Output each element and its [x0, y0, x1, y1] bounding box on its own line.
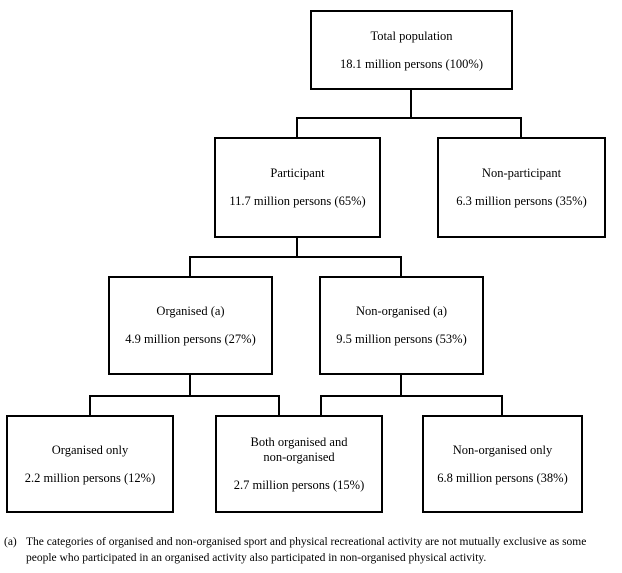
connector-participant-bar: [189, 256, 402, 258]
footnote-marker: (a): [4, 536, 17, 548]
node-organised-title: Organised (a): [156, 304, 225, 318]
node-non-organised-only: Non-organised only 6.8 million persons (…: [422, 415, 583, 513]
node-organised: Organised (a) 4.9 million persons (27%): [108, 276, 273, 375]
node-both-organised-and-non-organised: Both organised and non-organised 2.7 mil…: [215, 415, 383, 513]
connector-nonorganised-bar: [320, 395, 503, 397]
connector-to-nonorganised-only: [501, 395, 503, 415]
connector-to-organised: [189, 256, 191, 276]
node-organised-value: 4.9 million persons (27%): [125, 332, 256, 346]
footnote-text: The categories of organised and non-orga…: [26, 536, 587, 564]
connector-nonorganised-stem: [400, 375, 402, 395]
connector-to-nonorganised: [400, 256, 402, 276]
connector-organised-to-both: [278, 395, 280, 415]
connector-to-participant: [296, 117, 298, 137]
node-total-population: Total population 18.1 million persons (1…: [310, 10, 513, 90]
node-non-participant-value: 6.3 million persons (35%): [456, 194, 587, 208]
connector-total-stem: [410, 90, 412, 117]
node-non-organised: Non-organised (a) 9.5 million persons (5…: [319, 276, 484, 375]
footnote: (a) The categories of organised and non-…: [4, 534, 618, 566]
connector-to-nonparticipant: [520, 117, 522, 137]
node-both-value: 2.7 million persons (15%): [233, 478, 365, 492]
node-total-population-title: Total population: [370, 28, 453, 43]
node-non-organised-value: 9.5 million persons (53%): [336, 332, 467, 346]
node-organised-only-value: 2.2 million persons (12%): [24, 470, 156, 485]
node-organised-only-title: Organised only: [51, 442, 129, 457]
node-non-participant-title: Non-participant: [481, 166, 562, 180]
node-participant-value: 11.7 million persons (65%): [229, 194, 366, 208]
node-non-participant: Non-participant 6.3 million persons (35%…: [437, 137, 606, 238]
node-participant-title: Participant: [270, 166, 325, 180]
connector-organised-stem: [189, 375, 191, 395]
node-participant: Participant 11.7 million persons (65%): [214, 137, 381, 238]
node-non-organised-only-title: Non-organised only: [452, 442, 553, 457]
node-organised-only: Organised only 2.2 million persons (12%): [6, 415, 174, 513]
node-total-population-value: 18.1 million persons (100%): [339, 56, 484, 71]
node-both-title: Both organised and non-organised: [250, 435, 348, 464]
connector-total-bar: [296, 117, 522, 119]
node-non-organised-title: Non-organised (a): [355, 304, 448, 318]
connector-to-organised-only: [89, 395, 91, 415]
connector-nonorganised-to-both: [320, 395, 322, 415]
connector-participant-stem: [296, 238, 298, 256]
connector-organised-bar: [89, 395, 280, 397]
node-non-organised-only-value: 6.8 million persons (38%): [437, 470, 568, 485]
